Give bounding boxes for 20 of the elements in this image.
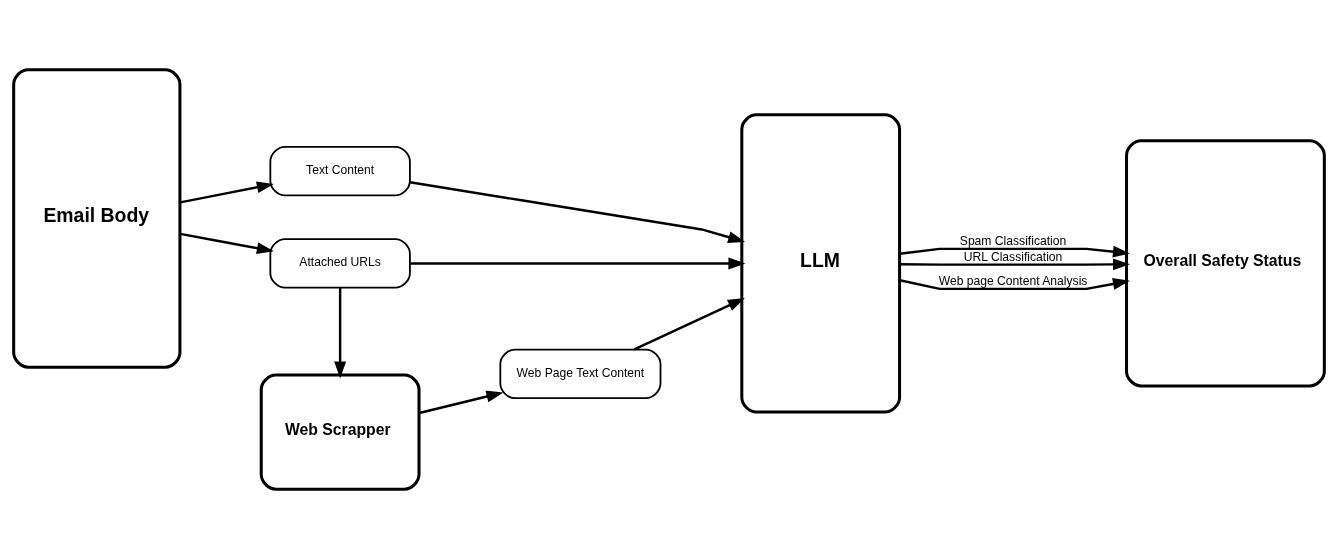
edge-label: Web page Content Analysis [938, 273, 1088, 288]
node-box: Web Scrapper [259, 373, 421, 491]
node-box: Text Content [269, 145, 411, 196]
arrow [899, 245, 1130, 258]
arrow [334, 287, 347, 379]
arrow [633, 297, 745, 350]
edge-label: Spam Classification [959, 233, 1067, 248]
node-box: LLM [740, 112, 902, 414]
node-box: Web Page Text Content [499, 348, 662, 399]
arrow [409, 180, 746, 243]
node-box: Overall Safety Status [1125, 138, 1326, 387]
arrow [899, 257, 1130, 270]
node-box: Attached URLs [269, 237, 411, 289]
arrow [180, 180, 274, 204]
node-box: Email Body [12, 67, 182, 369]
arrow [410, 256, 746, 269]
arrow [418, 390, 504, 414]
arrow [180, 232, 274, 254]
edge-label: URL Classification [963, 249, 1063, 264]
arrow [899, 277, 1130, 290]
